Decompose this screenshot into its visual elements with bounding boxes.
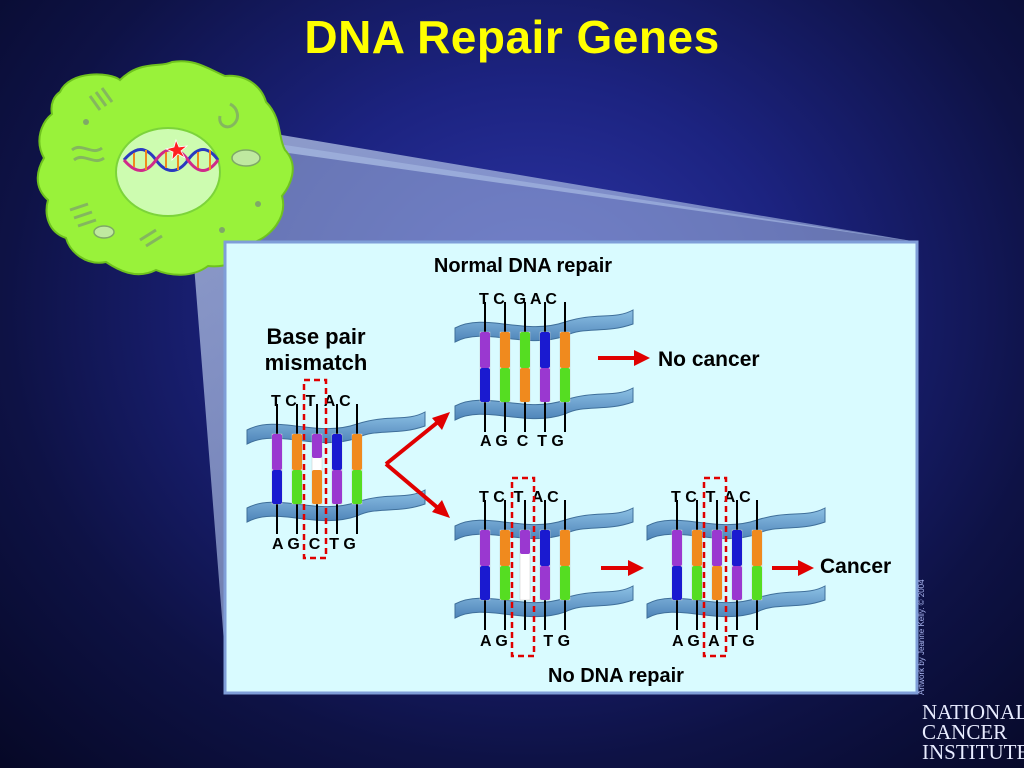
outcome-cancer: Cancer bbox=[820, 555, 891, 578]
base-top bbox=[560, 332, 570, 368]
base-top bbox=[272, 434, 282, 470]
base-bottom bbox=[520, 368, 530, 402]
base-bottom bbox=[500, 566, 510, 600]
base-top bbox=[520, 332, 530, 368]
dna-segment-mutated bbox=[646, 500, 826, 630]
artwork-credit: Artwork by Jeanne Kelly. © 2004 bbox=[917, 579, 926, 695]
base-bottom bbox=[500, 368, 510, 402]
base-bottom bbox=[672, 566, 682, 600]
mismatch-bottom-letters: A G C T G bbox=[272, 536, 356, 553]
base-bottom bbox=[480, 566, 490, 600]
base-top bbox=[540, 332, 550, 368]
mutated-top-letters: T C T A C bbox=[671, 489, 751, 506]
backbone-top bbox=[246, 411, 426, 445]
no-repair-heading: No DNA repair bbox=[548, 665, 684, 687]
repaired-bottom-letters: A G C T G bbox=[480, 433, 564, 450]
base-top bbox=[752, 530, 762, 566]
branch-arrows bbox=[384, 412, 450, 518]
base-top bbox=[712, 530, 722, 566]
nci-logo: NATIONAL CANCER INSTITUTE bbox=[922, 700, 1024, 764]
base-top bbox=[292, 434, 302, 470]
dna-segment-unrepaired bbox=[454, 500, 634, 630]
base-bottom bbox=[752, 566, 762, 600]
zoom-beam-top bbox=[188, 132, 918, 245]
diagram-panel bbox=[223, 240, 919, 695]
base-top bbox=[560, 530, 570, 566]
mismatch-label-line1: Base pair bbox=[266, 324, 365, 349]
base-bottom bbox=[272, 470, 282, 504]
base-bottom bbox=[352, 470, 362, 504]
mismatch-box-original bbox=[302, 378, 328, 560]
base-bottom bbox=[692, 566, 702, 600]
normal-repair-heading: Normal DNA repair bbox=[434, 255, 612, 277]
base-bottom bbox=[332, 470, 342, 504]
arrow-right-icon bbox=[598, 350, 814, 576]
base-top bbox=[480, 530, 490, 566]
base-bottom bbox=[560, 566, 570, 600]
base-bottom bbox=[560, 368, 570, 402]
outcome-no-cancer: No cancer bbox=[658, 348, 760, 371]
base-top bbox=[732, 530, 742, 566]
base-bottom bbox=[732, 566, 742, 600]
mismatch-box-mutated bbox=[702, 476, 728, 658]
slide-title: DNA Repair Genes bbox=[304, 11, 720, 63]
damage-star-icon bbox=[164, 138, 189, 162]
logo-line-2: CANCER bbox=[922, 720, 1008, 744]
logo-line-3: INSTITUTE bbox=[922, 740, 1024, 764]
backbone-top bbox=[454, 309, 634, 343]
base-bottom bbox=[540, 368, 550, 402]
mutated-bottom-letters: A G A T G bbox=[672, 633, 755, 650]
dna-segment-repaired bbox=[454, 302, 634, 432]
unrepaired-bottom-letters: A G T G bbox=[480, 633, 570, 650]
mismatch-label-line2: mismatch bbox=[265, 350, 368, 375]
base-top bbox=[352, 434, 362, 470]
base-top bbox=[540, 530, 550, 566]
base-top bbox=[672, 530, 682, 566]
base-top bbox=[332, 434, 342, 470]
base-top bbox=[480, 332, 490, 368]
repaired-top-letters: T C G A C bbox=[479, 291, 557, 308]
mismatch-box-unrepaired bbox=[510, 476, 536, 658]
base-bottom bbox=[292, 470, 302, 504]
backbone-bottom bbox=[454, 387, 634, 421]
base-top bbox=[520, 530, 530, 554]
mismatch-top-letters: T C T A C bbox=[271, 393, 351, 410]
base-bottom bbox=[712, 566, 722, 600]
base-top bbox=[692, 530, 702, 566]
base-bottom bbox=[480, 368, 490, 402]
dna-segment-mismatch bbox=[246, 404, 426, 534]
logo-line-1: NATIONAL bbox=[922, 700, 1024, 724]
base-top bbox=[500, 530, 510, 566]
base-top bbox=[500, 332, 510, 368]
base-bottom bbox=[312, 470, 322, 504]
base-bottom bbox=[540, 566, 550, 600]
base-top bbox=[312, 434, 322, 458]
unrepaired-top-letters: T C T A C bbox=[479, 489, 559, 506]
